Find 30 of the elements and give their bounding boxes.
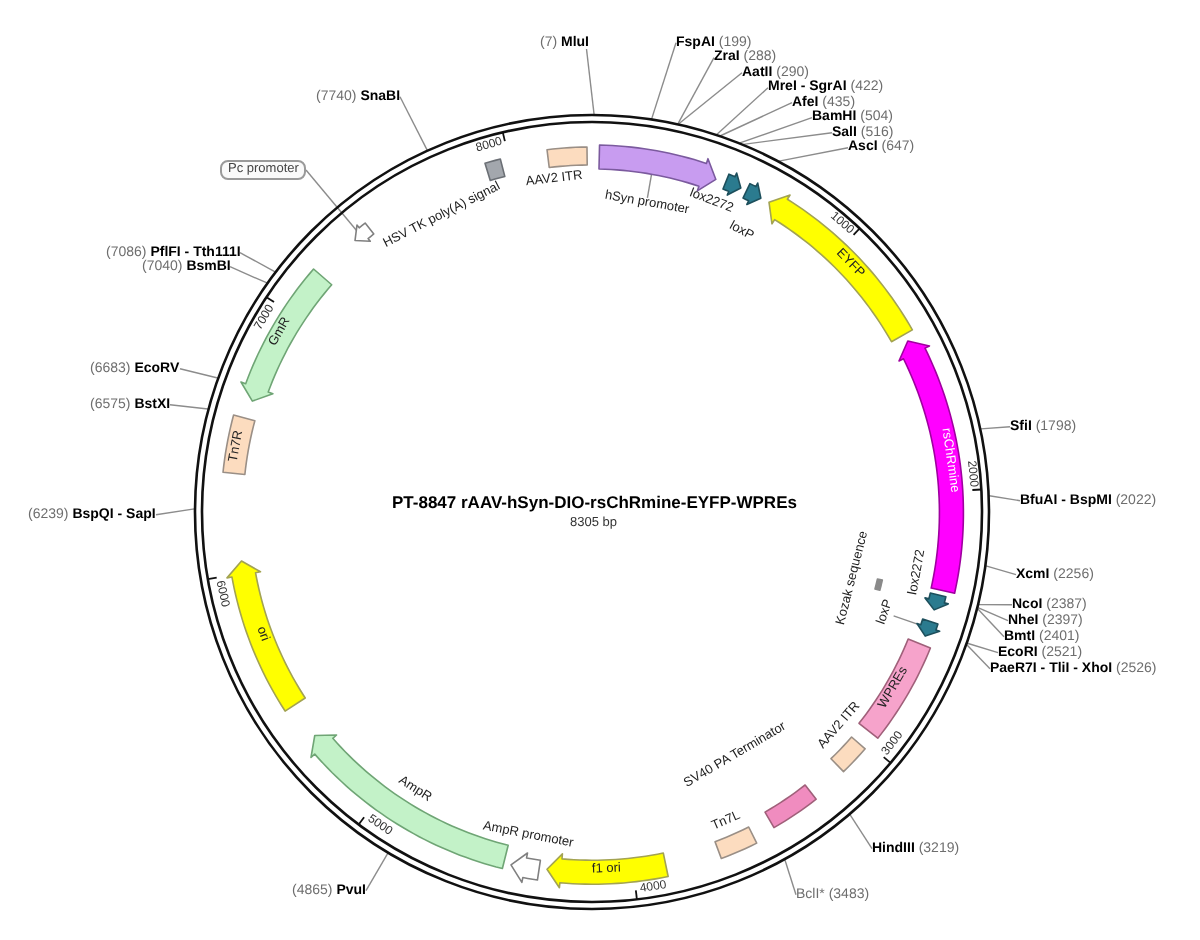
- leader-line: [849, 813, 873, 850]
- leader-line: [977, 603, 1013, 606]
- leader-line: [305, 169, 358, 232]
- leader-line: [239, 252, 276, 273]
- leader-line: [985, 565, 1017, 576]
- leader-line: [169, 404, 209, 410]
- leader-line: [719, 102, 793, 137]
- leader-line: [980, 426, 1011, 430]
- leader-line: [977, 606, 1009, 622]
- leader-line: [739, 117, 813, 144]
- leader-line: [399, 96, 428, 151]
- leader-line: [155, 508, 196, 516]
- leader-line: [976, 608, 1005, 638]
- leader-line: [179, 368, 219, 379]
- leader-line: [716, 87, 769, 136]
- leader-line: [892, 615, 922, 626]
- leader-line: [585, 48, 595, 116]
- leader-line: [646, 172, 653, 199]
- leader-line: [677, 57, 715, 125]
- leader-line: [966, 644, 991, 670]
- leader-line: [966, 642, 999, 654]
- leader-line: [365, 852, 389, 892]
- leader-line: [988, 495, 1021, 502]
- leader-line: [742, 132, 833, 145]
- leader-line: [677, 72, 743, 125]
- leader-line: [784, 858, 797, 896]
- plasmid-title: PT-8847 rAAV-hSyn-DIO-rsChRmine-EYFP-WPREs: [392, 493, 797, 510]
- leader-line: [778, 147, 849, 162]
- leader-line: [650, 42, 677, 120]
- leader-line: [229, 266, 268, 284]
